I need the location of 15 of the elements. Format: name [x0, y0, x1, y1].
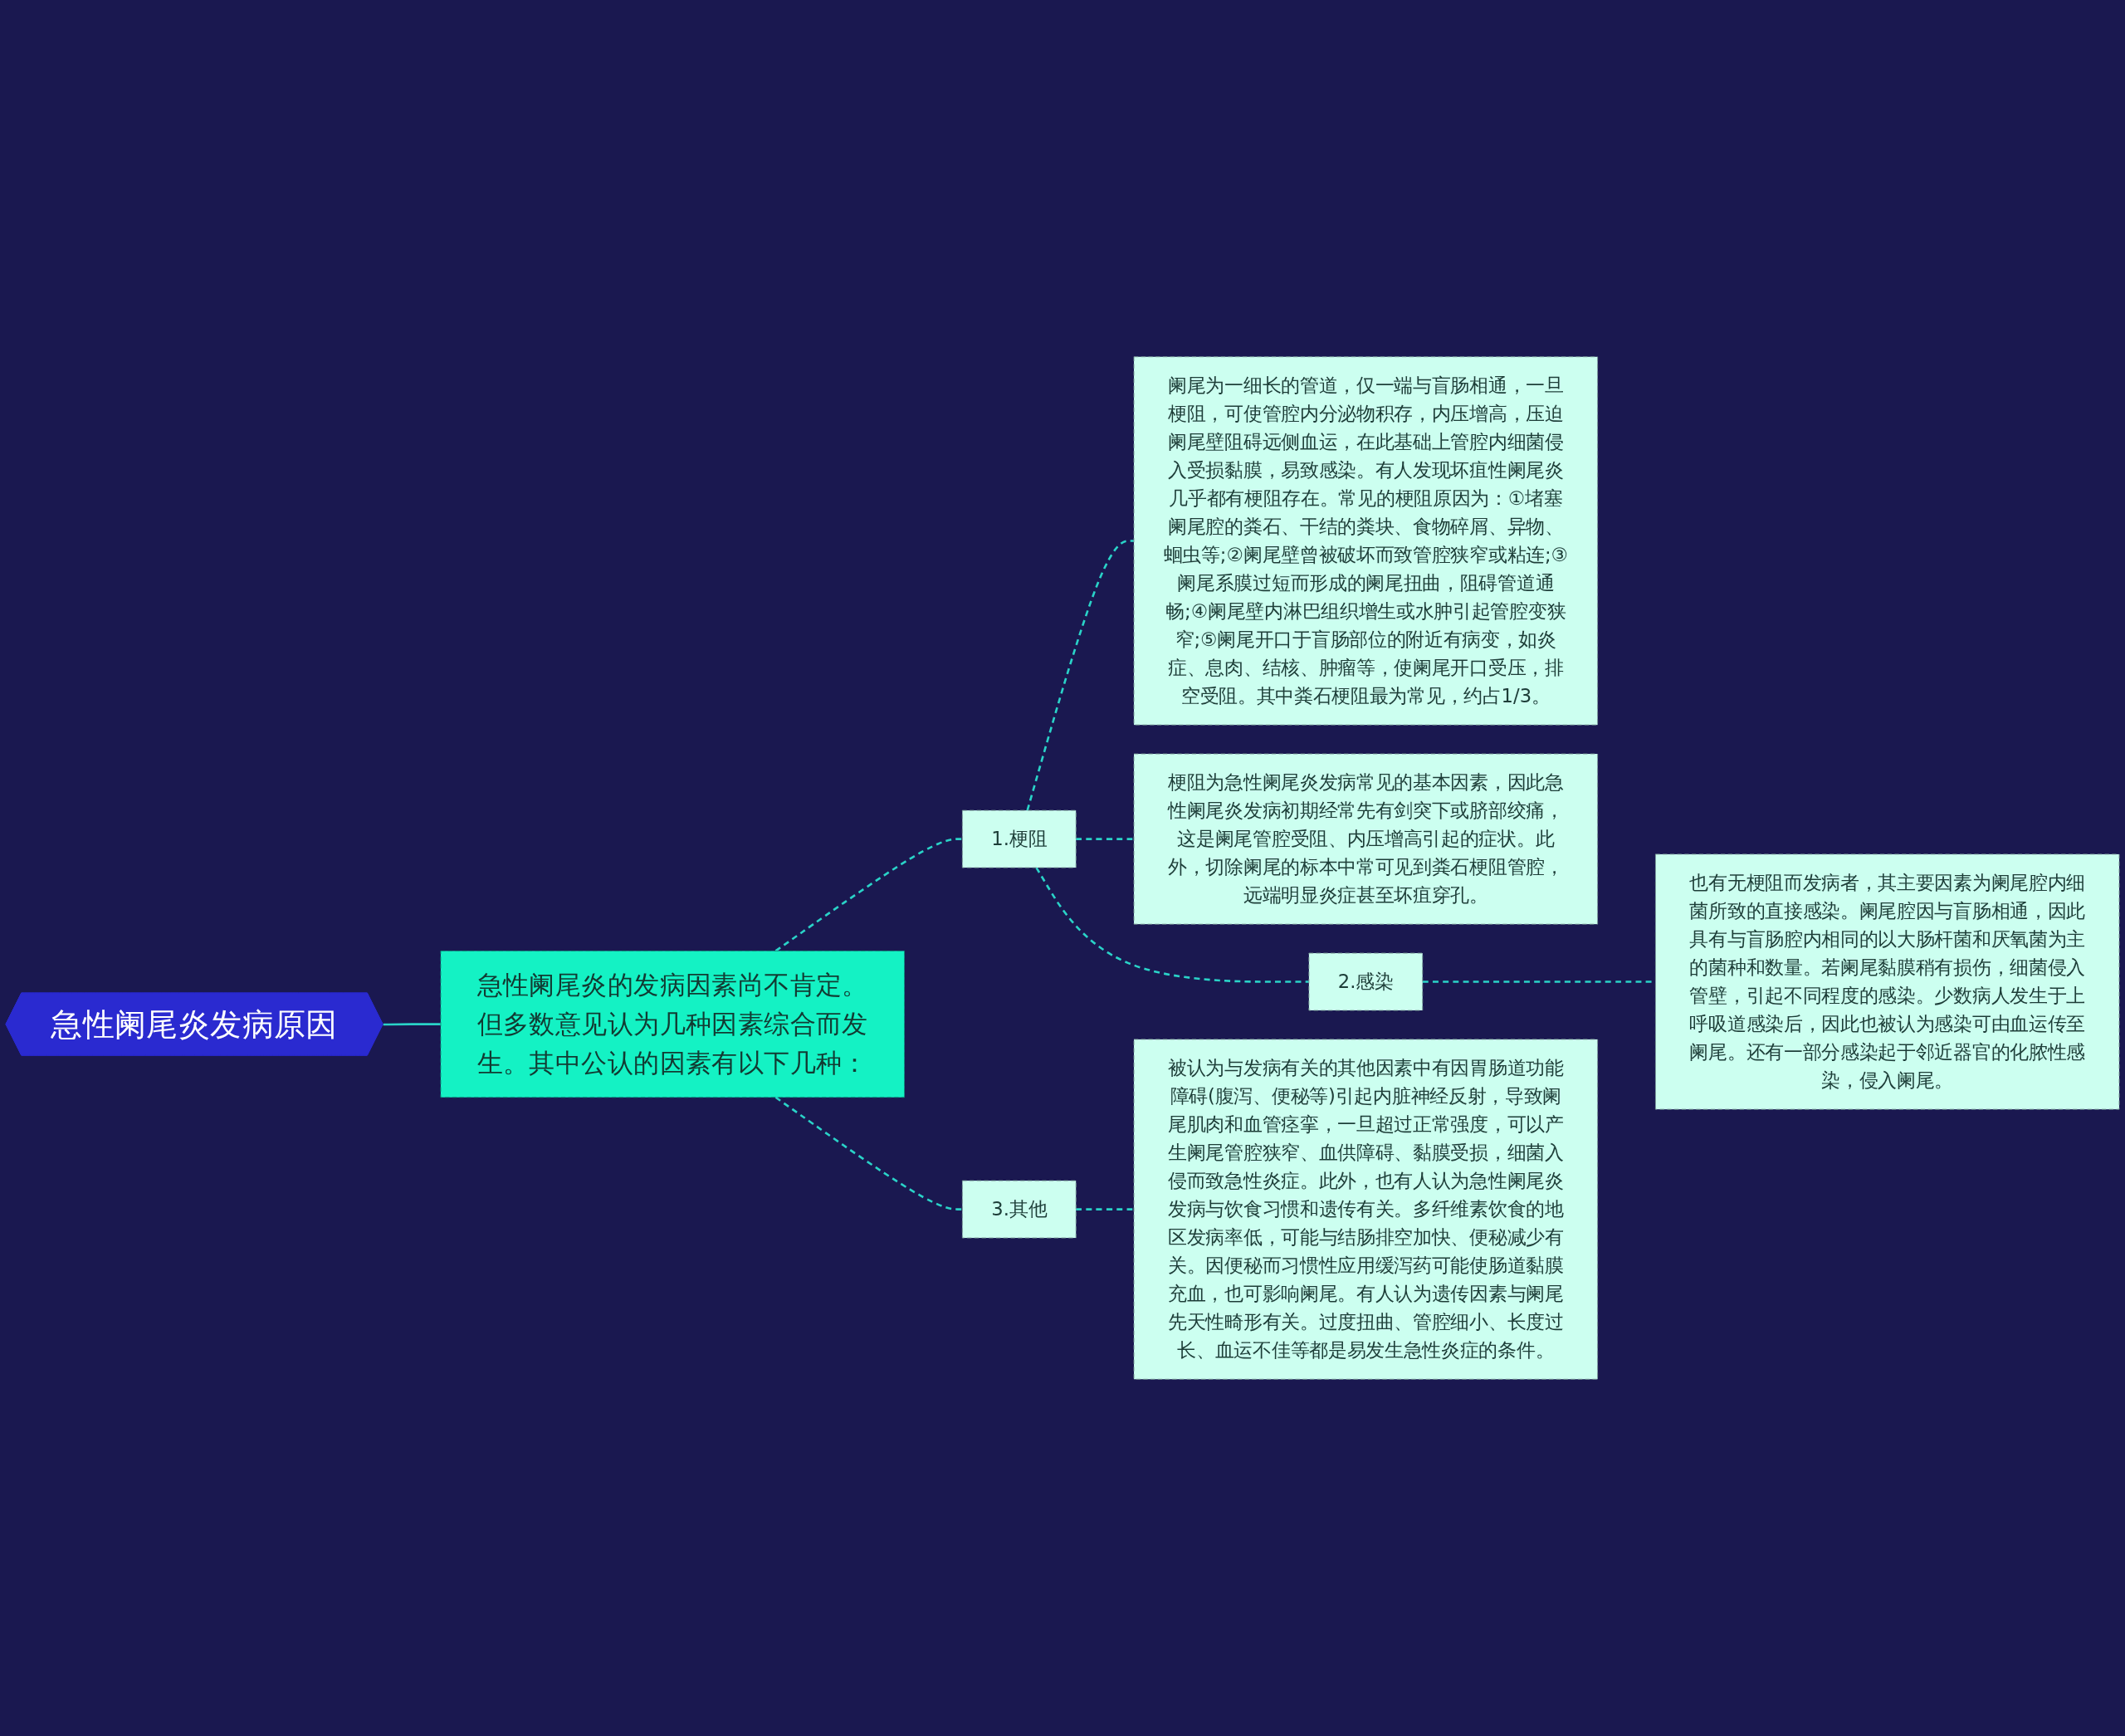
connector	[1076, 1208, 1135, 1210]
node-box: 梗阻为急性阑尾炎发病常见的基本因素，因此急性阑尾炎发病初期经常先有剑突下或脐部绞痛，这是阑尾管腔受阻、内压增高引起的症状。此外，切除阑尾的标本中常可见到粪石梗阻管腔，远端明显炎症甚至坏疽穿孔。	[1133, 753, 1599, 925]
node-box: 2.感染	[1308, 952, 1424, 1011]
connector	[1026, 540, 1135, 811]
connector	[774, 838, 963, 952]
node-box: 也有无梗阻而发病者，其主要因素为阑尾腔内细菌所致的直接感染。阑尾腔因与盲肠相通，因此具有与盲肠腔内相同的以大肠杆菌和厌氧菌为主的菌种和数量。若阑尾黏膜稍有损伤，细菌侵入管壁，引起不同程度的感染。少数病人发生于上呼吸道感染后，因此也被认为感染可由血运传至阑尾。还有一部分感染起于邻近器官的化脓性感染，侵入阑尾。	[1655, 853, 2120, 1110]
connector	[1035, 867, 1309, 983]
node-box: 急性阑尾炎的发病因素尚不肯定。但多数意见认为几种因素综合而发生。其中公认的因素有以下几种：	[440, 951, 905, 1098]
node-box: 3.其他	[961, 1180, 1077, 1239]
node-box: 1.梗阻	[961, 809, 1077, 868]
connector	[383, 1023, 441, 1026]
connector	[1076, 838, 1135, 840]
connector	[774, 1096, 963, 1210]
node-box: 阑尾为一细长的管道，仅一端与盲肠相通，一旦梗阻，可使管腔内分泌物积存，内压增高，压迫阑尾壁阻碍远侧血运，在此基础上管腔内细菌侵入受损黏膜，易致感染。有人发现坏疽性阑尾炎几乎都有梗阻存在。常见的梗阻原因为：①堵塞阑尾腔的粪石、干结的粪块、食物碎屑、异物、蛔虫等;②阑尾壁曾被破坏而致管腔狭窄或粘连;③阑尾系膜过短而形成的阑尾扭曲，阻碍管道通畅;④阑尾壁内淋巴组织增生或水肿引起管腔变狭窄;⑤阑尾开口于盲肠部位的附近有病变，如炎症、息肉、结核、肿瘤等，使阑尾开口受压，排空受阻。其中粪石梗阻最为常见，约占1/3。	[1133, 356, 1599, 726]
node-box: 被认为与发病有关的其他因素中有因胃肠道功能障碍(腹泻、便秘等)引起内脏神经反射，导致阑尾肌肉和血管痉挛，一旦超过正常强度，可以产生阑尾管腔狭窄、血供障碍、黏膜受损，细菌入侵而致急性炎症。此外，也有人认为急性阑尾炎发病与饮食习惯和遗传有关。多纤维素饮食的地区发病率低，可能与结肠排空加快、便秘减少有关。因便秘而习惯性应用缓泻药可能使肠道黏膜充血，也可影响阑尾。有人认为遗传因素与阑尾先天性畸形有关。过度扭曲、管腔细小、长度过长、血运不佳等都是易发生急性炎症的条件。	[1133, 1039, 1599, 1380]
